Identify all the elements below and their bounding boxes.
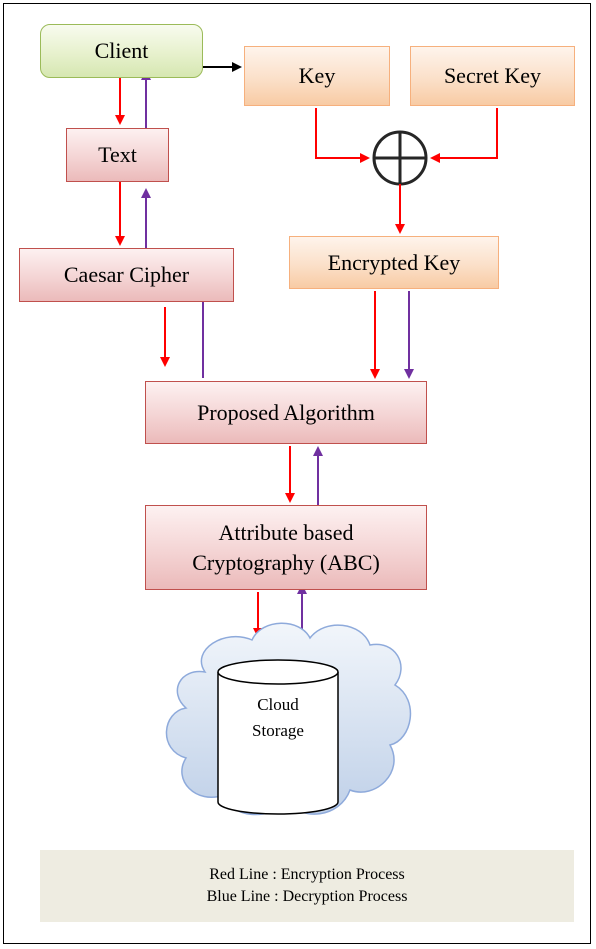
- legend: Red Line : Encryption Process Blue Line …: [40, 850, 574, 922]
- cloud-label-line1: Cloud: [257, 695, 299, 714]
- cloud-storage-label: Cloud Storage: [216, 692, 340, 743]
- abc-label-line2: Cryptography (ABC): [192, 549, 380, 575]
- database-cylinder-icon: [217, 659, 339, 815]
- encrypted-key-node: Encrypted Key: [289, 236, 499, 289]
- proposed-algorithm-label: Proposed Algorithm: [197, 399, 375, 425]
- figure-frame: [3, 3, 591, 944]
- caesar-cipher-label: Caesar Cipher: [63, 262, 190, 288]
- legend-encryption: Red Line : Encryption Process: [209, 866, 405, 884]
- cloud-label-line2: Storage: [252, 720, 304, 740]
- legend-decryption: Blue Line : Decryption Process: [206, 888, 408, 905]
- enc-secretkey-to-xor: [430, 108, 498, 163]
- encrypted-key-label: Encrypted Key: [327, 249, 461, 275]
- caesar-cipher-node: Caesar Cipher: [19, 248, 234, 302]
- proposed-algorithm-node: Proposed Algorithm: [145, 381, 427, 444]
- secret-key-label: Secret Key: [443, 63, 542, 89]
- client-node: Client: [40, 24, 203, 78]
- text-label: Text: [98, 142, 137, 168]
- client-label: Client: [94, 38, 149, 64]
- text-node: Text: [66, 128, 169, 182]
- xor-operator-icon: [372, 130, 428, 186]
- abc-label-line1: Attribute based: [218, 519, 354, 545]
- key-label: Key: [298, 63, 336, 89]
- key-node: Key: [244, 46, 390, 106]
- secret-key-node: Secret Key: [410, 46, 575, 106]
- enc-key-to-xor: [315, 108, 370, 163]
- abc-node: Attribute based Cryptography (ABC): [145, 505, 427, 590]
